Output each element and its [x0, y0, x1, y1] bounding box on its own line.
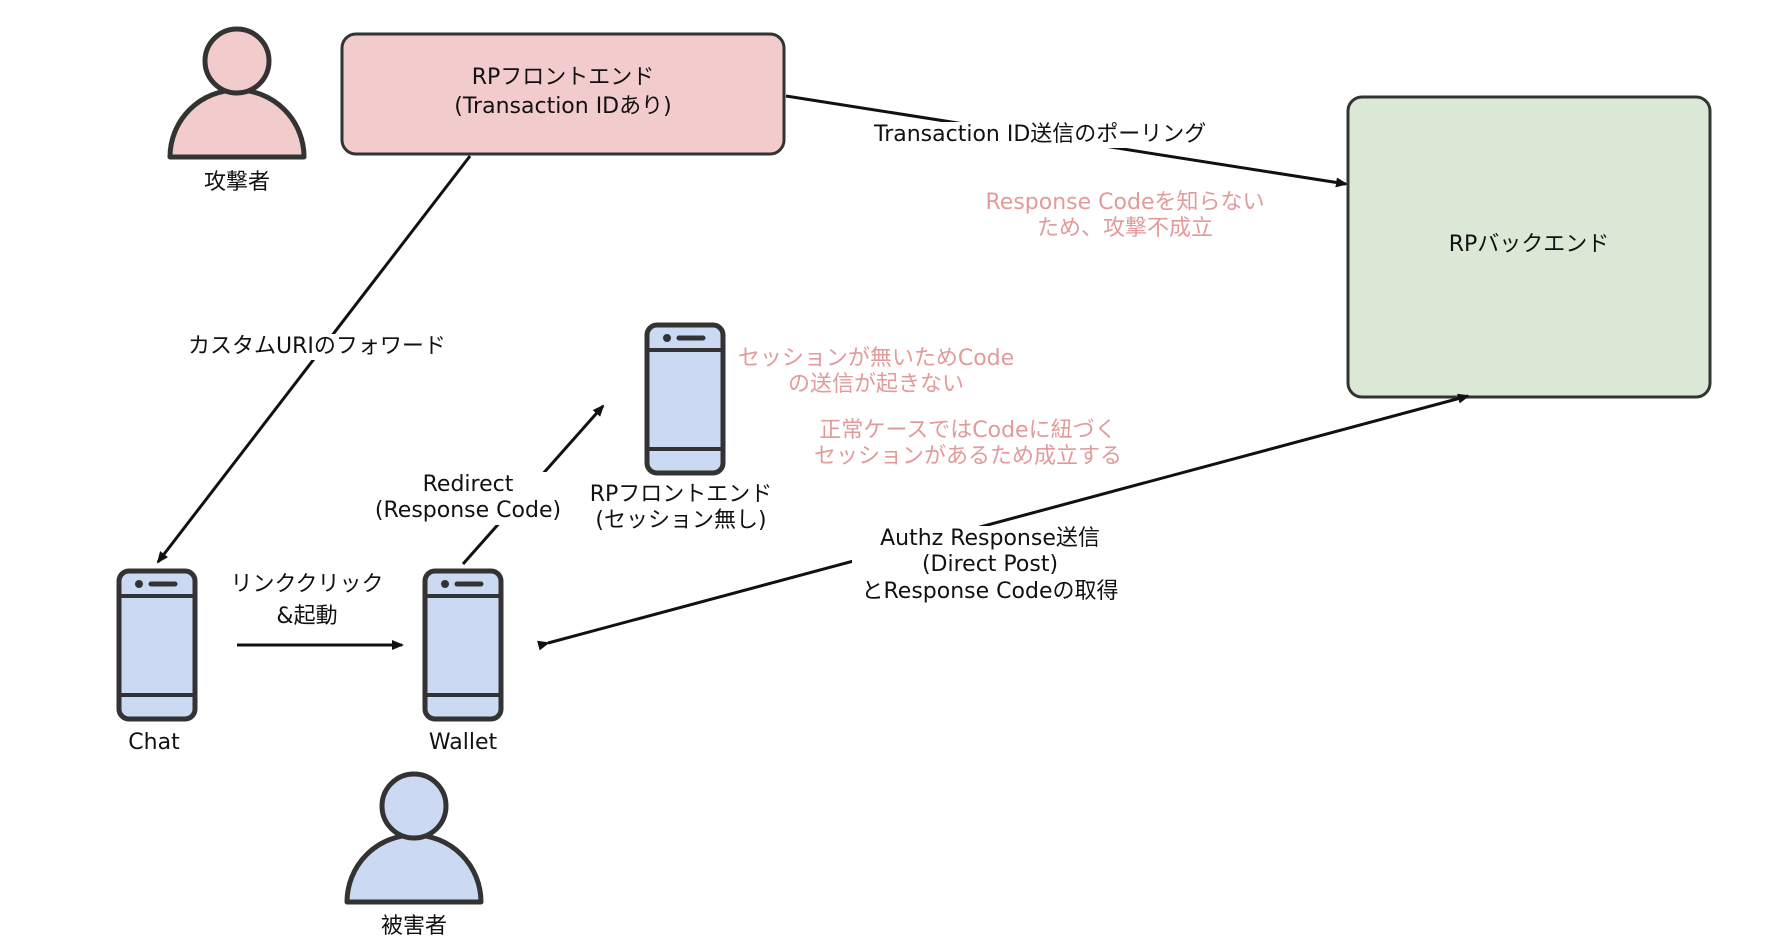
- rp-frontend-box: [340, 32, 786, 156]
- no-session-note: セッションが無いためCode の送信が起きない: [716, 346, 1036, 399]
- rp-frontend-phone-label: RPフロントエンド (セッション無し): [571, 482, 791, 535]
- rp-frontend-box-line1: RPフロントエンド: [471, 65, 655, 90]
- no-code-note-line1: Response Codeを知らない: [985, 190, 1265, 215]
- rp-frontend-box-line2: (Transaction IDあり): [454, 93, 672, 119]
- wallet-label: Wallet: [428, 730, 498, 755]
- rp-backend-box-text: RPバックエンド: [1448, 232, 1610, 257]
- rp-frontend-box-label: RPフロントエンド (Transaction IDあり): [342, 64, 784, 121]
- no-session-note-line1: セッションが無いためCode: [737, 346, 1015, 371]
- rp-frontend-phone-line2: (セッション無し): [595, 508, 767, 534]
- custom-uri-forward-label-text: カスタムURIのフォワード: [188, 334, 446, 359]
- normal-case-note: 正常ケースではCodeに紐づく セッションがあるため成立する: [788, 418, 1148, 471]
- chat-phone-icon: [116, 568, 198, 722]
- authz-response-label-line3: とResponse Codeの取得: [861, 578, 1119, 604]
- polling-label: Transaction ID送信のポーリング: [870, 122, 1211, 149]
- polling-label-text: Transaction ID送信のポーリング: [874, 122, 1207, 147]
- rp-backend-box: [1346, 95, 1712, 399]
- authz-response-label-line1: Authz Response送信: [880, 526, 1100, 551]
- attacker-person-icon: [167, 26, 307, 160]
- redirect-label: Redirect (Response Code): [372, 472, 564, 525]
- no-code-note-line2: ため、攻撃不成立: [1036, 216, 1213, 242]
- victim-label: 被害者: [380, 914, 447, 939]
- no-code-note: Response Codeを知らない ため、攻撃不成立: [960, 190, 1290, 243]
- custom-uri-forward-label: カスタムURIのフォワード: [184, 334, 450, 361]
- victim-person-icon: [344, 771, 484, 905]
- rp-frontend-phone-icon: [644, 322, 726, 476]
- attacker-label: 攻撃者: [203, 170, 270, 195]
- link-click-label: リンククリック &起動: [222, 572, 392, 631]
- authz-response-label-line2: (Direct Post): [921, 552, 1059, 578]
- redirect-label-line1: Redirect: [422, 472, 514, 497]
- link-click-label-line2: &起動: [276, 604, 338, 630]
- rp-frontend-phone-line1: RPフロントエンド: [589, 482, 773, 507]
- link-click-label-line1: リンククリック: [230, 572, 384, 597]
- authz-response-arrow: [537, 393, 1470, 651]
- rp-backend-box-label: RPバックエンド: [1348, 231, 1710, 260]
- no-session-note-line2: の送信が起きない: [787, 372, 964, 398]
- redirect-label-line2: (Response Code): [374, 498, 562, 524]
- chat-label: Chat: [128, 730, 180, 755]
- wallet-phone-icon: [422, 568, 504, 722]
- normal-case-note-line2: セッションがあるため成立する: [813, 444, 1122, 470]
- normal-case-note-line1: 正常ケースではCodeに紐づく: [819, 418, 1117, 443]
- authz-response-label: Authz Response送信 (Direct Post) とResponse…: [852, 526, 1128, 606]
